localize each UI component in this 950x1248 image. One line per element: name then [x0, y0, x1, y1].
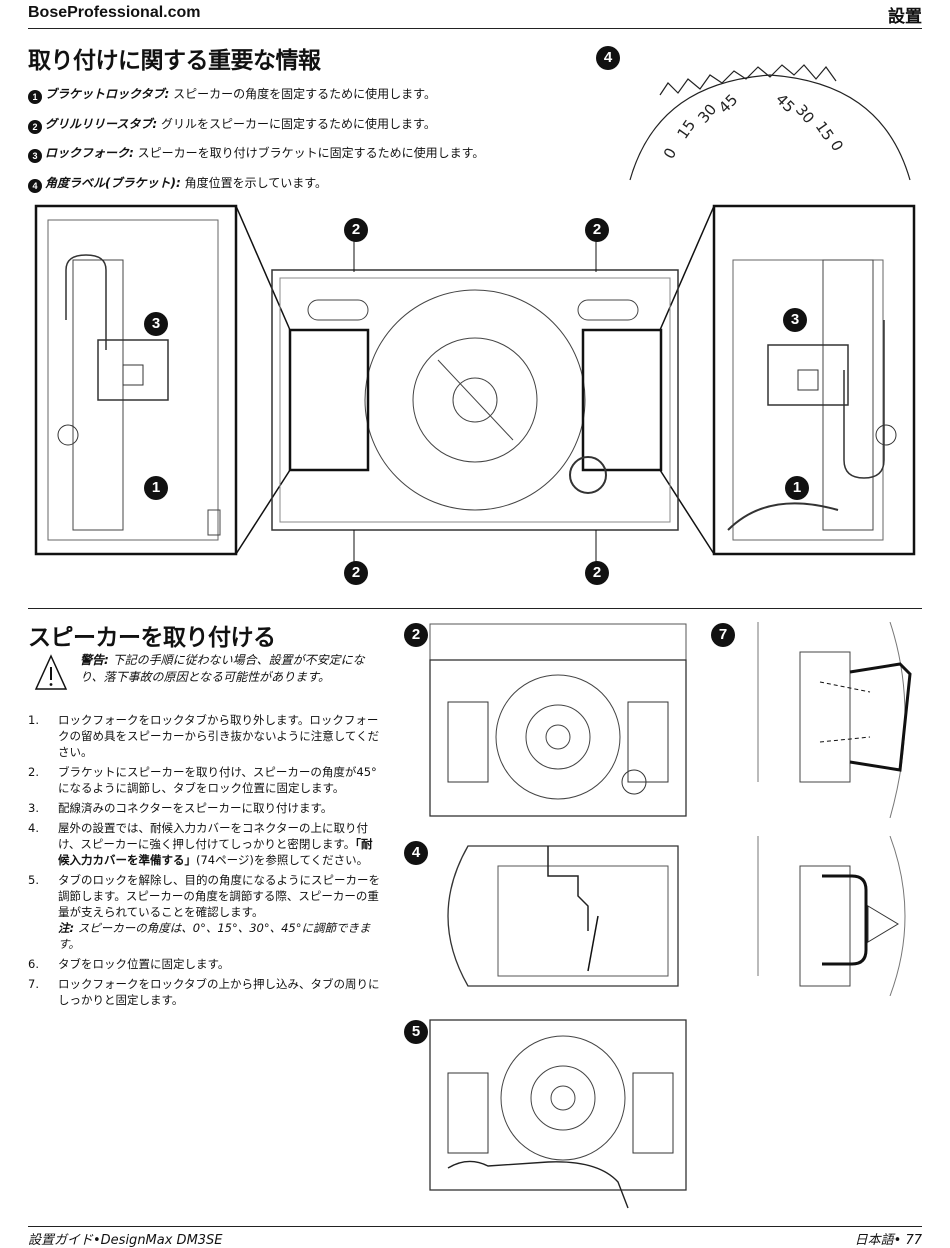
callout-step-4: 4 — [404, 841, 428, 865]
bracket-diagram — [34, 204, 916, 562]
section-rule — [28, 608, 922, 609]
angle-left-0: 0 — [660, 145, 680, 162]
cross-ref-link[interactable]: 「耐候入力カバーを準備する」 — [58, 837, 373, 867]
step-2: 2.ブラケットにスピーカーを取り付け、スピーカーの角度が45°になるように調節し… — [28, 765, 377, 795]
callout-1-left: 1 — [144, 476, 168, 500]
step4-illustration — [447, 845, 679, 987]
step-6: 6.タブをロック位置に固定します。 — [28, 957, 230, 971]
step-7: 7.ロックフォークをロックタブの上から押し込み、タブの周りにしっかりと固定します… — [28, 977, 380, 1007]
warning-text: 警告: 下記の手順に従わない場合、設置が不安定になり、落下事故の原因となる可能性… — [80, 653, 365, 684]
section2-title: スピーカーを取り付ける — [28, 625, 276, 651]
step-4: 4.屋外の設置では、耐候入力カバーをコネクターの上に取り付け、スピーカーに強く押… — [28, 821, 373, 867]
step-3: 3.配線済みのコネクターをスピーカーに取り付けます。 — [28, 801, 333, 815]
step7-detail-illustration — [757, 836, 906, 996]
step7-illustration — [757, 622, 912, 818]
section-name: 設置 — [888, 7, 922, 27]
callout-2-top-right: 2 — [585, 218, 609, 242]
footer-doc-title: 設置ガイド•DesignMax DM3SE — [28, 1233, 223, 1248]
step2-illustration — [429, 623, 687, 817]
angle-right-15: 15 — [812, 118, 838, 144]
step-1: 1.ロックフォークをロックタブから取り外します。ロックフォークの留め具をスピーカ… — [28, 713, 380, 759]
angle-label-illustration: 0 15 30 45 45 30 15 0 — [629, 64, 911, 181]
footer-page: 日本語• 77 — [854, 1233, 922, 1248]
callout-4-angle: 4 — [596, 46, 620, 70]
callout-step-7: 7 — [711, 623, 735, 647]
callout-step-2: 2 — [404, 623, 428, 647]
steps-list: 1.ロックフォークをロックタブから取り外します。ロックフォークの留め具をスピーカ… — [28, 712, 383, 1012]
step-5: 5.タブのロックを解除し、目的の角度になるようにスピーカーを調節します。スピーカ… — [28, 873, 380, 951]
site-name: BoseProfessional.com — [28, 4, 201, 21]
section1-title: 取り付けに関する重要な情報 — [28, 48, 321, 74]
callout-1-right: 1 — [785, 476, 809, 500]
callout-2-bottom-right: 2 — [585, 561, 609, 585]
callout-3-right: 3 — [783, 308, 807, 332]
header-rule — [28, 28, 922, 29]
angle-right-0: 0 — [827, 137, 847, 154]
callout-2-top-left: 2 — [344, 218, 368, 242]
step5-illustration — [429, 1019, 687, 1209]
footer-rule — [28, 1226, 922, 1227]
callout-2-bottom-left: 2 — [344, 561, 368, 585]
angle-left-15: 15 — [674, 116, 700, 142]
callout-3-left: 3 — [144, 312, 168, 336]
callout-step-5: 5 — [404, 1020, 428, 1044]
warning-icon — [34, 654, 68, 690]
